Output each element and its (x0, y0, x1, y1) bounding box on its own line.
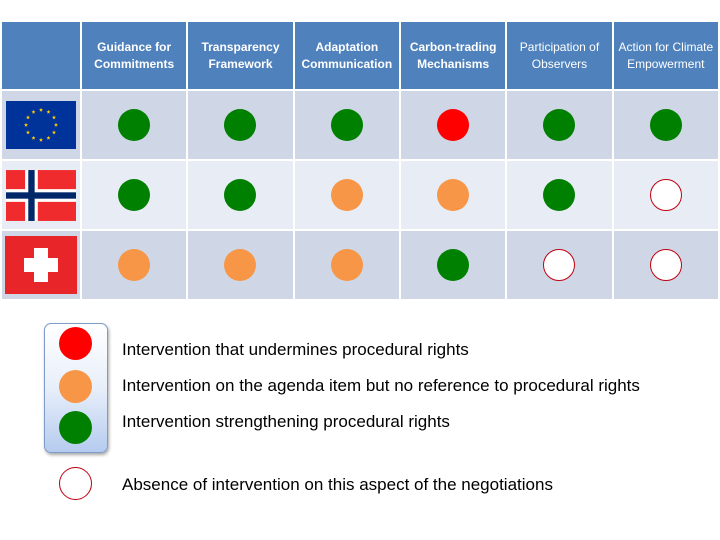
status-dot (330, 249, 363, 281)
col-header-adaptation: Adaptation Communication (292, 20, 401, 91)
status-dot (543, 179, 576, 211)
legend-orange-dot (59, 370, 92, 403)
eu-star-icon (46, 135, 51, 140)
legend-empty-dot (59, 467, 92, 500)
status-dot (437, 249, 470, 281)
status-dot (330, 109, 363, 141)
status-dot (649, 179, 682, 211)
status-dot (649, 249, 682, 281)
flag-cell (0, 229, 82, 301)
col-header-guidance: Guidance for Commitments (79, 20, 189, 91)
eu-star-icon (25, 130, 31, 135)
corner-cell (0, 20, 82, 91)
eu-star-icon (38, 137, 44, 142)
status-dot (543, 109, 576, 141)
header-row: Guidance for Commitments Transparency Fr… (0, 20, 720, 91)
table-row-eu (0, 89, 720, 161)
status-dot (224, 109, 257, 141)
legend-red-label: Intervention that undermines procedural … (122, 340, 469, 359)
status-dot (118, 179, 151, 211)
status-dot (543, 249, 576, 281)
table-row-norway (0, 159, 720, 231)
eu-star-icon (31, 109, 36, 114)
status-dot (437, 179, 470, 211)
eu-star-icon (25, 115, 31, 120)
status-dot (330, 179, 363, 211)
status-dot (118, 109, 151, 141)
flag-cell (0, 89, 82, 161)
eu-star-icon (38, 107, 44, 112)
switzerland-flag-icon (5, 236, 77, 294)
eu-star-icon (31, 135, 36, 140)
norway-flag-icon (6, 169, 76, 221)
status-dot (224, 179, 257, 211)
legend-empty-label: Absence of intervention on this aspect o… (122, 475, 553, 494)
legend-orange-label: Intervention on the agenda item but no r… (122, 376, 640, 395)
status-dot (118, 249, 151, 281)
status-dot (649, 109, 682, 141)
eu-star-icon (53, 122, 59, 127)
legend-green-dot (59, 411, 92, 444)
flag-cell (0, 159, 82, 231)
eu-star-icon (51, 115, 57, 120)
status-dot (224, 249, 257, 281)
table-row-switzerland (0, 229, 720, 301)
col-header-participation: Participation of Observers (505, 20, 614, 91)
legend-green-label: Intervention strengthening procedural ri… (122, 412, 450, 431)
eu-star-icon (51, 130, 57, 135)
eu-flag-icon (6, 101, 76, 149)
eu-star-icon (23, 122, 29, 127)
legend-red-dot (59, 327, 92, 360)
col-header-ace: Action for Climate Empowerment (611, 20, 720, 91)
eu-star-icon (46, 109, 51, 114)
country-comparison-table: Guidance for Commitments Transparency Fr… (0, 20, 720, 301)
col-header-transparency: Transparency Framework (186, 20, 295, 91)
col-header-carbon-trading: Carbon-trading Mechanisms (398, 20, 508, 91)
status-dot (437, 109, 470, 141)
